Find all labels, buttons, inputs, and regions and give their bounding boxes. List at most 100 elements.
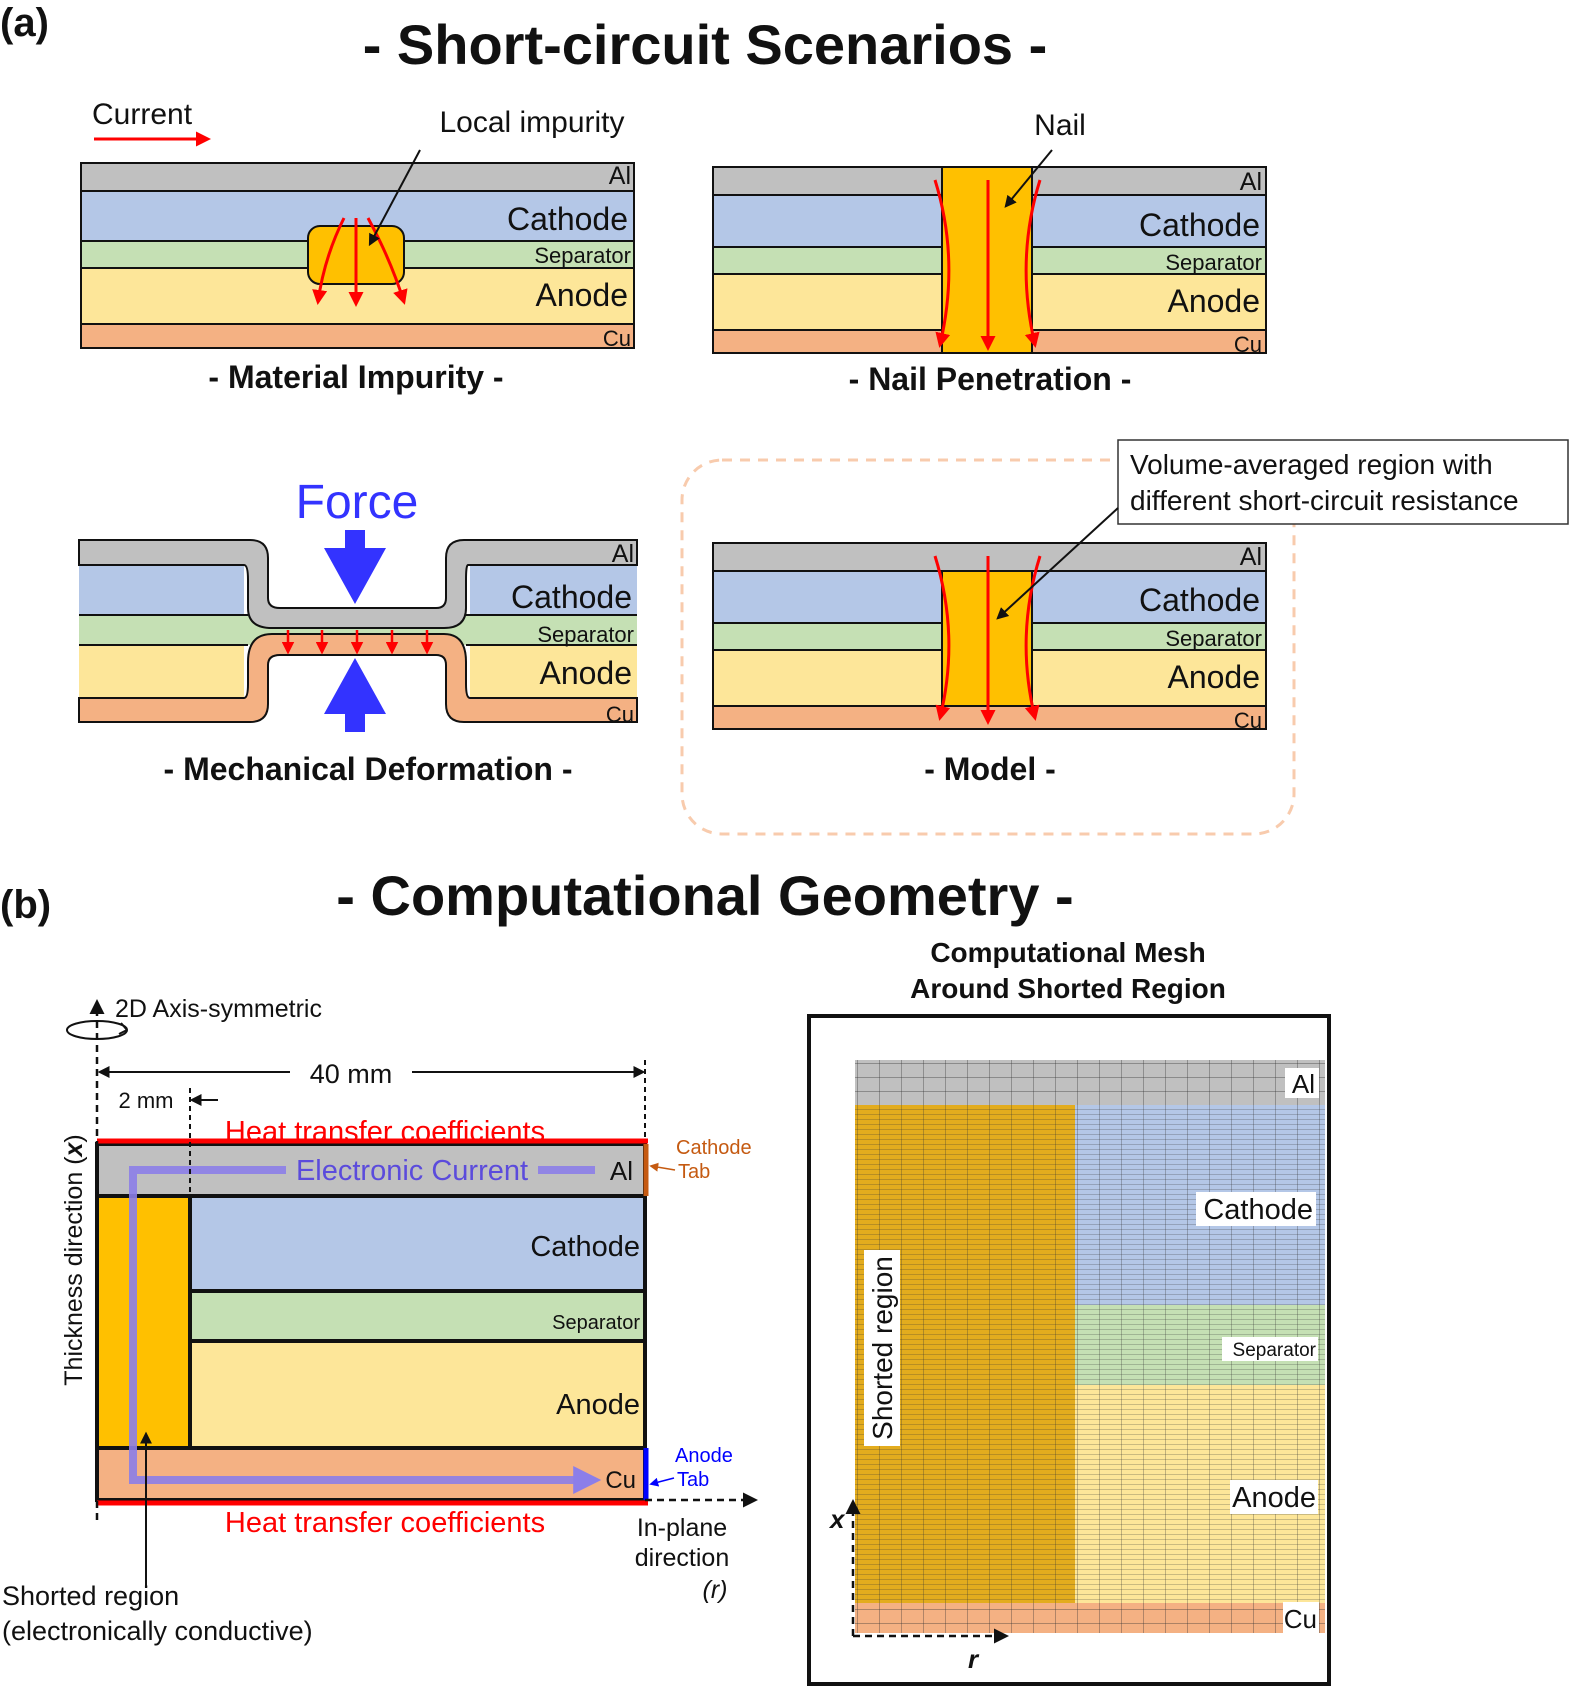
- current-legend-label: Current: [92, 98, 193, 131]
- model-anode-label: Anode: [1167, 659, 1260, 695]
- local-impurity-leader: [368, 149, 421, 247]
- deformation-anode-left: [79, 645, 244, 698]
- nail-caption: - Nail Penetration -: [849, 361, 1132, 397]
- mesh-al-label-bg: [1285, 1068, 1319, 1098]
- anode-tab-label-2: Tab: [677, 1469, 709, 1491]
- local-impurity-callout: Local impurity: [439, 106, 624, 139]
- htc-bottom-label: Heat transfer coefficients: [225, 1507, 545, 1539]
- deformation-cathode-label: Cathode: [511, 579, 632, 615]
- mesh-al-label: Al: [1292, 1069, 1315, 1099]
- shorted-region-label-1: Shorted region: [2, 1581, 179, 1611]
- htc-top-label: Heat transfer coefficients: [225, 1116, 545, 1148]
- anode-tab-label-1: Anode: [675, 1445, 733, 1467]
- anode-tab-arrow: [649, 1477, 675, 1487]
- deformation-stack: Al Cathode Separator Anode Cu: [78, 539, 638, 727]
- model-callout-leader: [996, 507, 1119, 620]
- force-arrow-up: [324, 658, 386, 732]
- geometry-cu-label: Cu: [605, 1467, 636, 1494]
- deformation-anode-right: [470, 645, 637, 698]
- inplane-var-label: (r): [703, 1576, 728, 1604]
- nail-al-label: Al: [1240, 168, 1262, 196]
- axis-symmetric-label: 2D Axis-symmetric: [115, 995, 322, 1023]
- model-cu-label: Cu: [1234, 708, 1262, 733]
- geometry-shorted-region: [95, 1194, 192, 1450]
- geometry-cu-layer: [95, 1446, 647, 1502]
- dim-2-label: 2 mm: [119, 1088, 174, 1113]
- mesh-separator-label-bg: [1222, 1337, 1318, 1361]
- dim-40-label: 40 mm: [310, 1059, 393, 1089]
- nail-cathode-label: Cathode: [1139, 207, 1260, 243]
- rotation-arrow-icon: [118, 1022, 128, 1035]
- deformation-anode-label: Anode: [539, 655, 632, 691]
- mesh-cu-label-bg: [1283, 1602, 1319, 1634]
- geometry-anode-label: Anode: [556, 1389, 640, 1421]
- impurity-current-left: [312, 217, 346, 305]
- deformation-separator-label: Separator: [537, 622, 634, 647]
- mesh-cu-label: Cu: [1284, 1604, 1317, 1634]
- deformation-cu-label: Cu: [606, 702, 634, 727]
- model-separator-label: Separator: [1165, 626, 1262, 651]
- mesh-shorted-label: Shorted region: [867, 1256, 898, 1440]
- geometry-separator-label: Separator: [552, 1312, 640, 1334]
- mesh-lines-bottom: [855, 1603, 1325, 1633]
- model-current-right: [1024, 555, 1042, 721]
- deformation-cathode-right: [470, 565, 637, 615]
- deformation-cathode-left: [79, 565, 244, 615]
- cathode-tab-arrow: [649, 1162, 676, 1172]
- cathode-tab-label-2: Tab: [678, 1161, 710, 1183]
- impurity-stack: Al Cathode Separator Anode Cu: [80, 162, 635, 351]
- impurity-separator-label: Separator: [534, 243, 631, 268]
- geometry-cathode-label: Cathode: [530, 1231, 640, 1263]
- model-cathode-label: Cathode: [1139, 582, 1260, 618]
- mesh-cathode-label: Cathode: [1203, 1194, 1313, 1226]
- nail-leader: [1004, 149, 1053, 208]
- mesh-anode-label: Anode: [1232, 1482, 1316, 1514]
- impurity-al-layer: [80, 162, 635, 192]
- mesh-cathode-label-bg: [1196, 1192, 1316, 1226]
- geometry-al-label: Al: [610, 1156, 633, 1186]
- mesh-x-label: x: [828, 1504, 846, 1534]
- force-label: Force: [296, 476, 419, 529]
- panel-a-title: - Short-circuit Scenarios -: [363, 13, 1048, 76]
- mesh-shorted-label-bg: [864, 1250, 900, 1446]
- geometry-schematic: Electronic Current Al Cathode Separator …: [95, 1138, 649, 1506]
- force-arrow-down: [324, 530, 386, 604]
- model-current-left: [933, 555, 951, 721]
- panel-a-letter: (a): [0, 1, 49, 45]
- model-caption: - Model -: [924, 751, 1056, 787]
- nail-callout: Nail: [1034, 109, 1086, 142]
- impurity-al-label: Al: [609, 162, 631, 190]
- mesh-title-1: Computational Mesh: [930, 937, 1205, 968]
- impurity-caption: - Material Impurity -: [208, 359, 503, 395]
- deformation-al-label: Al: [612, 540, 634, 568]
- thickness-direction-label: Thickness direction (x): [60, 1134, 88, 1385]
- mesh-lines-top: [855, 1060, 1325, 1105]
- nail-separator-label: Separator: [1165, 250, 1262, 275]
- model-callout-box: [1117, 439, 1569, 525]
- nail-current-left: [933, 179, 951, 348]
- mesh-anode-label-bg: [1230, 1480, 1318, 1514]
- nail-anode-label: Anode: [1167, 283, 1260, 319]
- electronic-current-label: Electronic Current: [296, 1155, 528, 1187]
- impurity-cathode-label: Cathode: [507, 201, 628, 237]
- impurity-cu-layer: [80, 323, 635, 349]
- model-callout-line1: Volume-averaged region with: [1130, 449, 1493, 480]
- model-al-label: Al: [1240, 543, 1262, 571]
- model-callout-line2: different short-circuit resistance: [1130, 485, 1519, 516]
- deformation-cu-foil: [78, 633, 638, 723]
- mesh-r-label: r: [968, 1644, 980, 1674]
- electronic-current-label-bg: [286, 1152, 538, 1188]
- deformation-caption: - Mechanical Deformation -: [164, 751, 573, 787]
- panel-b-title: - Computational Geometry -: [336, 864, 1073, 927]
- nail-stack: Al Cathode Separator Anode Cu: [712, 166, 1267, 357]
- model-stack: Al Cathode Separator Anode Cu: [712, 542, 1267, 733]
- nail-cu-label: Cu: [1234, 332, 1262, 357]
- impurity-anode-label: Anode: [535, 277, 628, 313]
- impurity-current-right: [366, 217, 408, 305]
- shorted-region-label-2: (electronically conductive): [2, 1616, 313, 1646]
- model-dashed-frame: [680, 458, 1296, 836]
- impurity-cu-label: Cu: [603, 326, 631, 351]
- panel-b-letter: (b): [0, 883, 51, 927]
- mesh-separator-label: Separator: [1233, 1340, 1317, 1361]
